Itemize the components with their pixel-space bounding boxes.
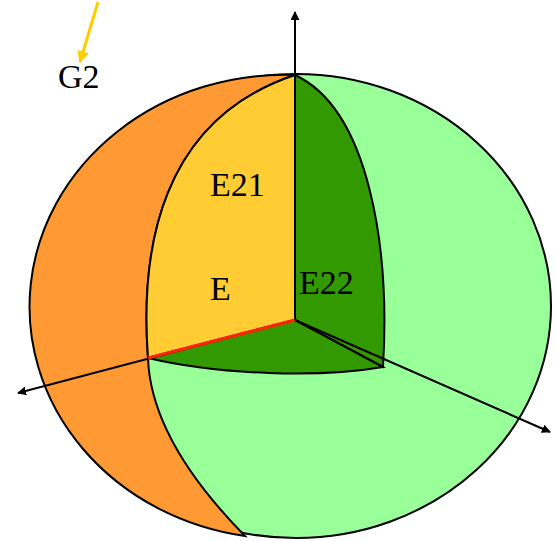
yellow-face	[146, 75, 295, 358]
axis-line	[294, 12, 296, 320]
orange-shell	[30, 75, 295, 536]
axis-line	[295, 320, 550, 432]
green-floor	[148, 320, 383, 373]
red-edge	[148, 320, 295, 358]
green-face	[295, 75, 384, 367]
region-label: E21	[210, 168, 265, 202]
region-label: E22	[299, 266, 354, 300]
region-label: E	[210, 272, 231, 306]
region-label: G2	[58, 60, 100, 94]
axis-line	[18, 320, 295, 393]
light-arrow	[80, 2, 98, 62]
